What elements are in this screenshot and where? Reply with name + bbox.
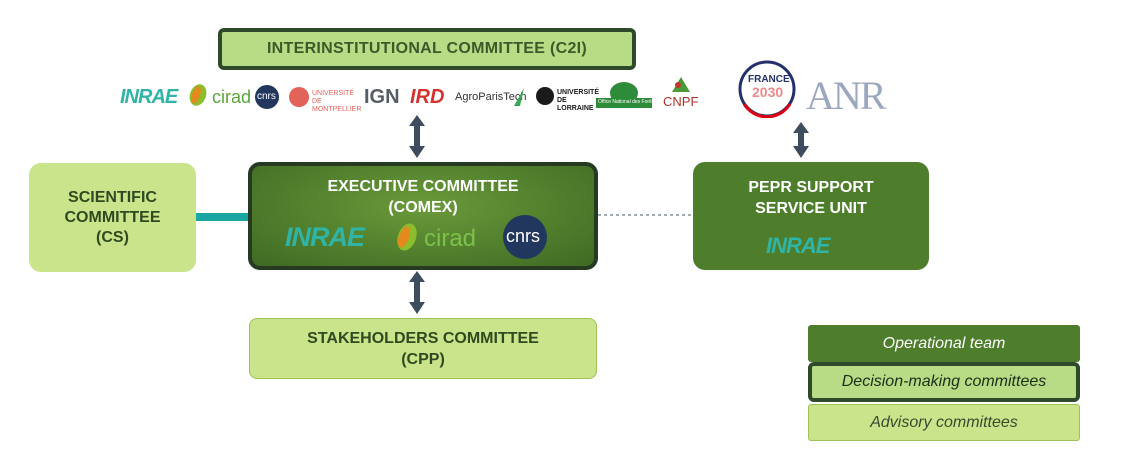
onf-logo: Office National des Forêts: [598, 99, 656, 105]
comex-cirad-leaf-icon: [397, 223, 417, 251]
anr-pepr-arrow: [793, 122, 809, 158]
cnpf-tree-icon: [672, 77, 690, 92]
c2i-committee: INTERINSTITUTIONAL COMMITTEE (C2I): [218, 28, 636, 70]
onf-icon: [596, 82, 652, 108]
c2i-comex-arrow: [409, 115, 425, 158]
cnpf-logo: CNPF: [663, 94, 699, 109]
ulorraine-logo: UNIVERSITÉ DE LORRAINE: [557, 89, 600, 112]
ign-logo: IGN: [364, 86, 400, 108]
cirad-leaf-icon: [189, 84, 207, 106]
cs-label-line2: COMMITTEE: [64, 208, 161, 226]
cnrs-circle-icon: [255, 85, 279, 109]
comex-label-line1: EXECUTIVE COMMITTEE: [327, 178, 519, 195]
cpp-label-line2: (CPP): [401, 350, 445, 368]
comex-cirad-logo: cirad: [424, 225, 477, 252]
legend-decision-label: Decision-making committees: [841, 373, 1047, 390]
umontpellier-logo: UNIVERSITÉ DE MONTPELLIER: [312, 90, 362, 113]
france2030-icon: [738, 60, 796, 118]
pepr-inrae-logo: INRAE: [766, 233, 830, 258]
cirad-logo: cirad: [212, 87, 252, 107]
scientific-committee: SCIENTIFIC COMMITTEE (CS): [29, 163, 196, 272]
legend-operational-label: Operational team: [882, 334, 1006, 352]
comex-cnrs-logo: cnrs: [506, 226, 541, 246]
umontpellier-icon: [289, 87, 309, 107]
legend-advisory-committees: Advisory committees: [808, 404, 1080, 441]
comex-cnrs-circle-icon: [503, 215, 547, 259]
stakeholders-committee: STAKEHOLDERS COMMITTEE (CPP): [249, 318, 597, 379]
cnrs-logo: cnrs: [257, 91, 276, 102]
executive-committee: EXECUTIVE COMMITTEE (COMEX): [248, 162, 598, 270]
anr-logo: ANR: [806, 73, 886, 118]
pepr-label-line1: PEPR SUPPORT: [748, 179, 874, 196]
france2030-label-a: FRANCE: [748, 74, 790, 85]
cpp-label-line1: STAKEHOLDERS COMMITTEE: [307, 329, 539, 347]
comex-cpp-arrow: [409, 271, 425, 314]
legend-advisory-label: Advisory committees: [870, 413, 1018, 431]
ird-logo: IRD: [410, 86, 445, 108]
comex-inrae-logo: INRAE: [285, 222, 365, 252]
legend-decision-committees: Decision-making committees: [808, 362, 1080, 402]
legend-operational-team: Operational team: [808, 325, 1080, 362]
ulorraine-icon: [536, 87, 554, 105]
agroparistech-mark-icon: [514, 88, 524, 106]
inrae-logo: INRAE: [120, 86, 178, 108]
cs-label-line3: (CS): [96, 228, 129, 246]
pepr-label-line2: SERVICE UNIT: [755, 200, 867, 217]
cs-label-line1: SCIENTIFIC: [68, 188, 157, 206]
agroparistech-logo: AgroParisTech: [455, 91, 527, 103]
c2i-label: INTERINSTITUTIONAL COMMITTEE (C2I): [266, 40, 588, 57]
comex-label-line2: (COMEX): [388, 199, 458, 216]
pepr-support-unit: PEPR SUPPORT SERVICE UNIT: [693, 162, 929, 270]
france2030-label-b: 2030: [752, 84, 784, 100]
